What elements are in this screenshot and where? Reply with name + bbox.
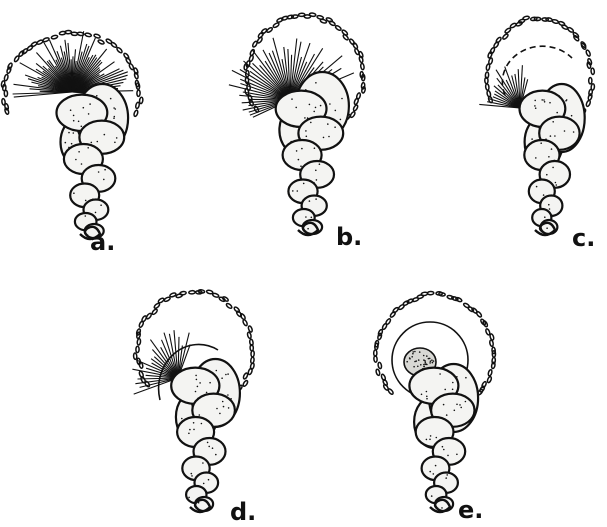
panel-label-e: e. — [458, 496, 483, 524]
shell-e — [409, 364, 478, 512]
shell-d — [171, 359, 240, 512]
panel-label-a: a. — [90, 228, 115, 256]
shell-a — [57, 84, 129, 239]
panel-d: d. — [132, 289, 256, 526]
panel-label-b: b. — [336, 223, 362, 251]
panel-label-c: c. — [572, 224, 595, 252]
panel-label-d: d. — [230, 498, 256, 526]
panel-a: a. — [1, 30, 143, 256]
shell-b — [276, 72, 349, 235]
panel-b: b. — [229, 13, 366, 251]
shell-c — [520, 84, 585, 235]
panel-c: c. — [479, 16, 595, 252]
panel-e: e. — [374, 291, 496, 524]
